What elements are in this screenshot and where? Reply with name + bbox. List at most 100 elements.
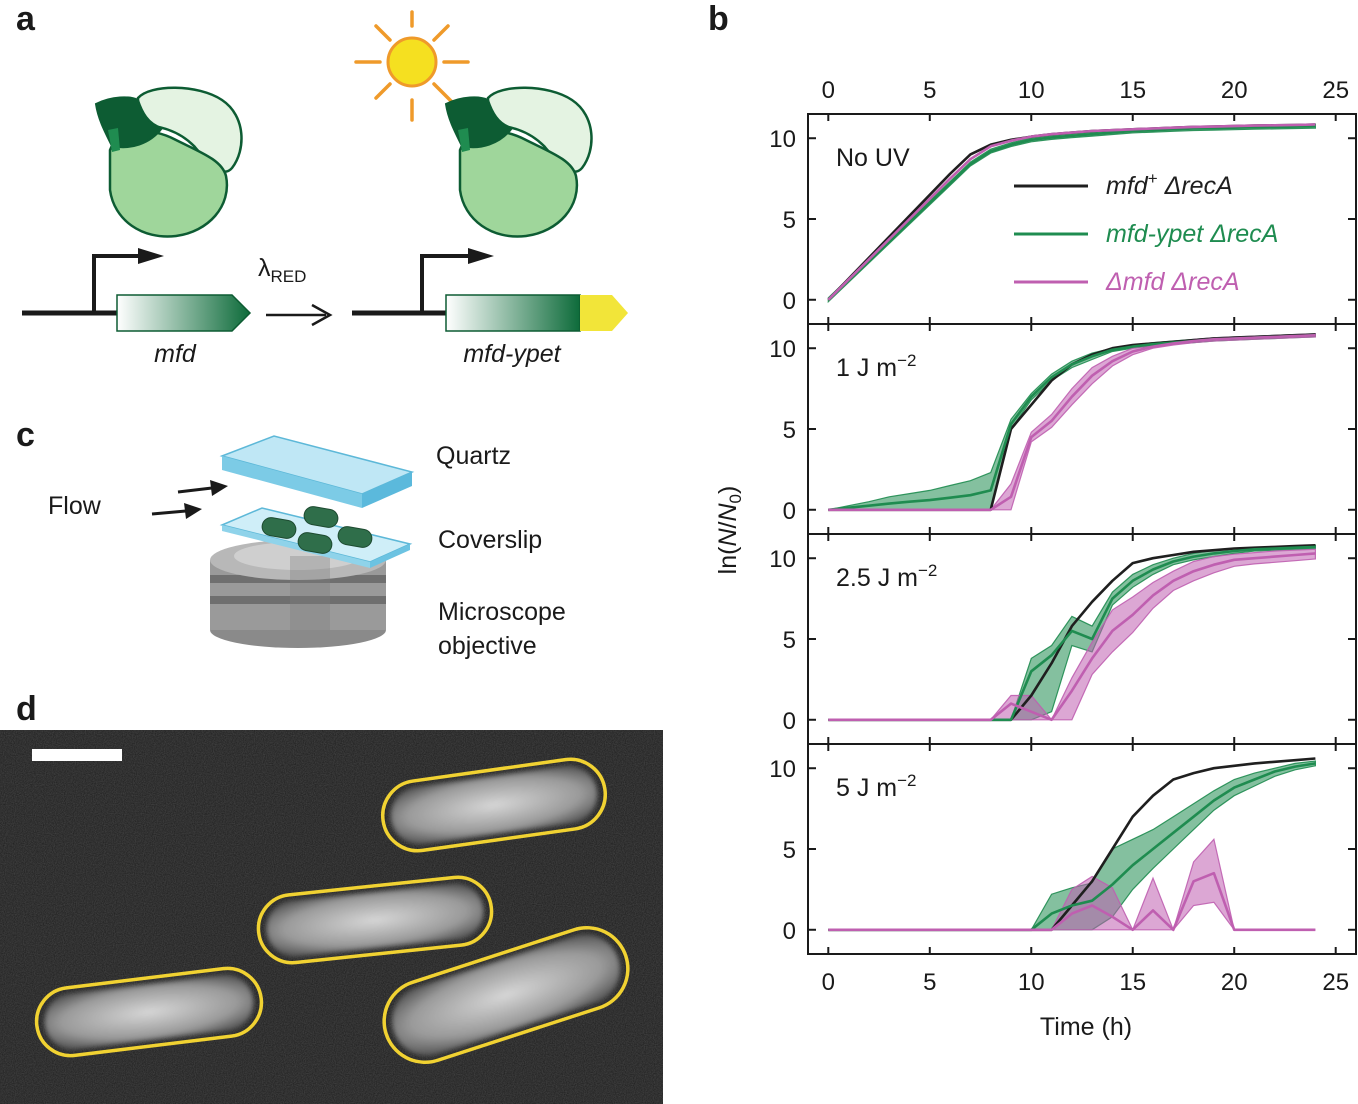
bacteria-cells [261,506,373,554]
promoter-arrow-icon [138,248,164,264]
mfd-gene-label: mfd [154,340,197,368]
y-tick-label: 0 [783,918,796,945]
condition-sup: −2 [897,351,916,370]
coverslip-icon [219,506,413,568]
cell-outline-2 [256,875,494,965]
series-2-line [827,124,1316,301]
ylabel-slash: / [714,521,742,528]
legend-label-1: mfd+ ΔrecA [1106,169,1233,200]
top-x-tick-label: 0 [822,77,835,104]
legend-main: Δmfd ΔrecA [1105,268,1240,296]
lambda-main: λ [258,254,271,282]
cell-outline-1 [380,757,608,853]
top-x-tick-label: 5 [923,77,936,104]
mfd-protein-icon [94,86,243,238]
y-tick-label: 10 [769,546,796,573]
y-tick-label: 0 [783,288,796,315]
promoter-arrow-icon-2 [468,248,494,264]
subplot-condition-label: 5 J m−2 [836,771,917,802]
subplot-condition-label: 1 J m−2 [836,351,917,382]
ylabel-sub: 0 [726,494,745,503]
cell-fluorescence [44,765,620,1056]
panel-label-d: d [16,690,37,728]
subplot-condition-label: 2.5 J m−2 [836,561,937,592]
lambda-red-arrow: λRED [258,254,333,327]
condition-main: No UV [836,144,910,172]
flow-arrows [151,480,228,519]
flow-label: Flow [48,492,102,520]
lambda-symbol: λRED [258,254,306,286]
y-tick-label: 10 [769,126,796,153]
bottom-x-tick-label: 25 [1322,969,1349,996]
top-x-tick-label: 10 [1018,77,1045,104]
legend-label-2: mfd-ypet ΔrecA [1106,220,1278,248]
ylabel-n: N [714,528,742,547]
mfd-gene: mfd [22,248,252,368]
subplot-condition-label: No UV [836,144,910,172]
uv-light-icon [354,10,470,122]
lambda-sub: RED [271,267,307,286]
series-3-line [827,123,1316,301]
coverslip-label: Coverslip [438,526,542,554]
cell-outline-3 [34,966,264,1058]
panel-d [0,730,663,1104]
cell-outline-4 [382,925,630,1065]
bottom-x-tick-label: 0 [822,969,835,996]
y-tick-label: 5 [783,207,796,234]
legend-main: mfd [1106,172,1149,200]
bottom-x-tick-label: 10 [1018,969,1045,996]
series-3-band [828,838,1316,932]
series-2-line [828,545,1316,722]
condition-main: 1 J m [836,354,897,382]
y-tick-label: 5 [783,627,796,654]
quartz-label: Quartz [436,442,511,470]
objective-label-line1: Microscope [438,598,566,626]
series-1-line [828,544,1316,722]
y-tick-label: 0 [783,498,796,525]
y-tick-label: 5 [783,837,796,864]
ylabel-prefix: ln( [714,546,742,574]
mfd-ypet-protein-icon [444,86,593,238]
condition-main: 2.5 J m [836,564,918,592]
x-axis-label: Time (h) [1040,1013,1132,1041]
bottom-x-tick-label: 5 [923,969,936,996]
series-3-line [828,334,1316,512]
subplot-2: 0 5 10 1 J m−2 [769,323,1357,535]
panel-a: mfd λRED mfd-ypet [22,10,628,368]
mfd-ypet-gene: mfd-ypet [352,248,628,368]
legend-sup: + [1148,169,1158,188]
series-3-line [828,552,1316,722]
top-x-tick-label: 25 [1322,77,1349,104]
condition-sup: −2 [897,771,916,790]
condition-sup: −2 [918,561,937,580]
y-tick-label: 0 [783,708,796,735]
objective-label-line2: objective [438,632,537,660]
panel-label-c: c [16,416,35,454]
series-3-line [828,871,1316,932]
series-1-line [828,757,1316,932]
ylabel-suffix: ) [714,486,742,494]
ylabel-n0: N [714,503,742,522]
legend-main: mfd-ypet ΔrecA [1106,220,1278,248]
y-axis-label: ln(N/N0) [714,486,745,575]
y-tick-label: 5 [783,417,796,444]
bottom-x-tick-label: 15 [1119,969,1146,996]
scale-bar [32,749,122,761]
bottom-x-tick-label: 20 [1221,969,1248,996]
legend-rest: ΔrecA [1158,172,1233,200]
condition-main: 5 J m [836,774,897,802]
top-x-tick-label: 15 [1119,77,1146,104]
y-tick-label: 10 [769,336,796,363]
subplot-1: 0 5 10 No UV [769,113,1357,325]
series-2-line [828,762,1316,932]
mfd-ypet-gene-label: mfd-ypet [463,340,561,368]
panel-c: Flow [48,435,566,660]
bottom-x-ticks: 0 5 10 15 20 25 [822,969,1349,996]
arrow-head-icon [311,303,333,327]
quartz-slide-icon [219,435,415,508]
panel-label-a: a [16,0,36,38]
legend: mfd+ ΔrecA mfd-ypet ΔrecA Δmfd ΔrecA [1014,169,1278,296]
